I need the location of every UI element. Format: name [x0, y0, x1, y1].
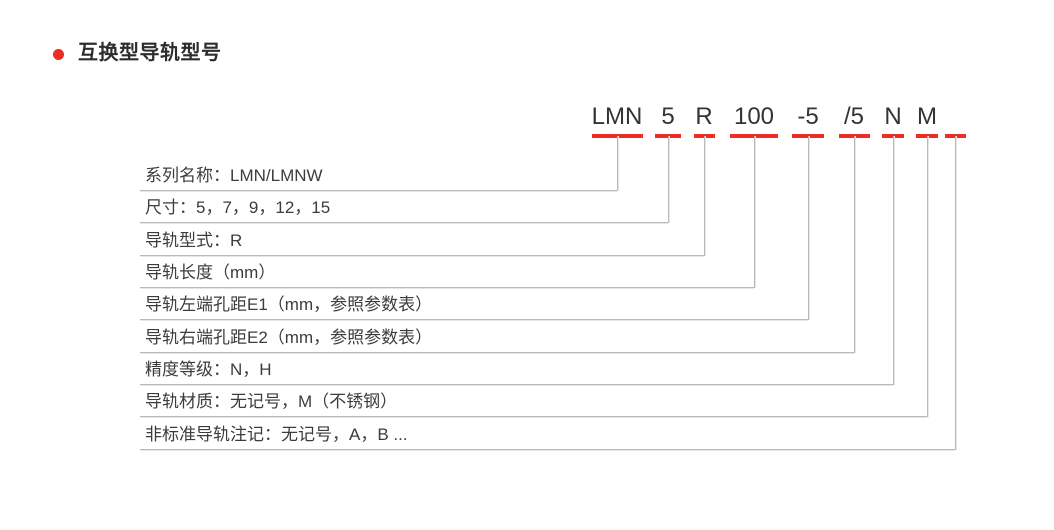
model-code-segment-text: /5 [843, 103, 865, 130]
connector-line-vertical [753, 136, 755, 288]
connector-line-vertical [616, 136, 618, 191]
segment-tick-mark [655, 134, 681, 138]
connector-line-vertical [892, 136, 894, 385]
segment-tick-mark [838, 134, 870, 138]
model-code-segment-text: -5 [797, 103, 819, 130]
segment-description: 导轨长度（mm） [145, 263, 276, 282]
row-underline [140, 287, 754, 288]
row-underline [140, 449, 955, 450]
segment-description: 尺寸：5，7，9，12，15 [145, 198, 331, 217]
connector-line-vertical [926, 136, 928, 417]
row-underline [140, 384, 893, 385]
segment-description: 精度等级：N，H [145, 360, 272, 379]
connector-line-vertical [853, 136, 855, 353]
segment-description: 导轨型式：R [145, 231, 243, 250]
connector-line-vertical [807, 136, 809, 320]
model-code-segment-text: M [917, 103, 937, 130]
row-underline [140, 255, 704, 256]
row-underline [140, 319, 808, 320]
connector-line-vertical [667, 136, 669, 223]
row-underline [140, 222, 668, 223]
row-underline [140, 190, 617, 191]
connector-line-vertical [954, 136, 956, 450]
segment-description: 导轨左端孔距E1（mm，参照参数表） [145, 295, 433, 314]
model-code-segment-text: N [884, 103, 902, 130]
section-bullet-icon [53, 49, 64, 60]
segment-tick-mark [944, 134, 966, 138]
model-code-segment-text: 100 [733, 103, 775, 130]
model-code-segment-text: LMN [591, 103, 643, 130]
segment-tick-mark [693, 134, 715, 138]
segment-description: 导轨右端孔距E2（mm，参照参数表） [145, 328, 433, 347]
segment-tick-mark [792, 134, 824, 138]
segment-tick-mark [591, 134, 643, 138]
row-underline [140, 352, 854, 353]
row-underline [140, 416, 927, 417]
segment-description: 系列名称：LMN/LMNW [145, 166, 323, 185]
section-heading: 互换型导轨型号 [78, 42, 222, 64]
segment-tick-mark [916, 134, 938, 138]
connector-line-vertical [703, 136, 705, 256]
segment-tick-mark [730, 134, 778, 138]
segment-description: 非标准导轨注记：无记号，A，B ... [145, 425, 408, 444]
model-code-segment-text: 5 [661, 103, 675, 130]
model-code-segment-text: R [695, 103, 713, 130]
segment-description: 导轨材质：无记号，M（不锈钢） [145, 392, 398, 411]
segment-tick-mark [882, 134, 904, 138]
